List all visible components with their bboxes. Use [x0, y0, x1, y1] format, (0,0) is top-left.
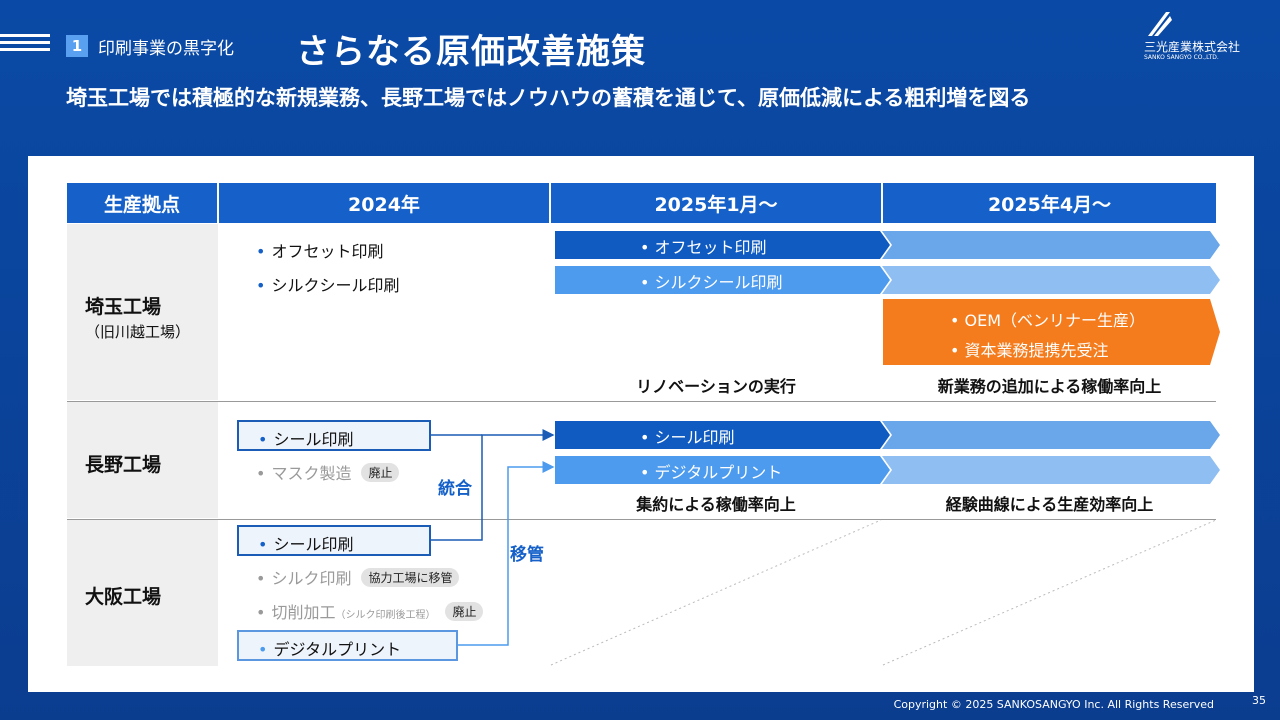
header-cell-2025-jan: 2025年1月～ [551, 183, 881, 223]
caption-nagano-consolidation: 集約による稼働率向上 [636, 495, 796, 514]
bar-label: • OEM（ベンリナー生産） [950, 311, 1146, 330]
list-item: •シルクシール印刷 [256, 276, 400, 295]
bar-label: • デジタルプリント [640, 463, 783, 482]
section-label: 印刷事業の黒字化 [98, 39, 234, 59]
item-note: （シルク印刷後工程） [335, 610, 436, 621]
page-number: 35 [1252, 694, 1266, 707]
bar-nagano-seal-1 [555, 421, 890, 449]
logo-name-en: SANKO SANGYO CO.,LTD. [1144, 54, 1219, 61]
site-cell-bg-osaka [67, 520, 218, 666]
header-cell-2024: 2024年 [219, 183, 549, 223]
bar-saitama-silk-2 [882, 266, 1220, 294]
site-title-saitama: 埼玉工場 [85, 296, 162, 318]
dashed-diagonal [882, 519, 1217, 666]
list-item-discontinued: •切削加工（シルク印刷後工程）廃止 [256, 599, 484, 623]
bar-label: • シルクシール印刷 [640, 273, 783, 292]
caption-saitama-new-business: 新業務の追加による稼働率向上 [937, 377, 1162, 396]
bar-saitama-silk-1 [555, 266, 890, 294]
site-name-osaka: 大阪工場 [85, 586, 162, 608]
header-lines-decoration [0, 34, 50, 54]
list-item: •オフセット印刷 [256, 242, 384, 261]
label-transfer: 移管 [510, 545, 544, 565]
slide-subtitle: 埼玉工場では積極的な新規業務、長野工場ではノウハウの蓄積を通じて、原価低減による… [66, 86, 1031, 110]
bar-nagano-digital-1 [555, 456, 890, 484]
list-item-boxed: •シール印刷 [237, 525, 431, 556]
site-cell-bg-saitama [67, 224, 218, 400]
site-name-saitama: 埼玉工場 （旧川越工場） [67, 292, 218, 342]
header-cell-2025-apr: 2025年4月～ [883, 183, 1216, 223]
list-item-transferred: •シルク印刷協力工場に移管 [256, 565, 460, 589]
connector-merge-osaka [430, 429, 555, 541]
list-item-boxed: •シール印刷 [237, 420, 431, 451]
company-logo: 三光産業株式会社 SANKO SANGYO CO.,LTD. [1140, 12, 1260, 62]
caption-nagano-experience: 経験曲線による生産効率向上 [945, 495, 1154, 514]
bar-label: • 資本業務提携先受注 [950, 341, 1109, 360]
caption-saitama-renovation: リノベーションの実行 [636, 377, 796, 396]
list-item-discontinued: •マスク製造廃止 [256, 460, 400, 484]
header-cell-site: 生産拠点 [67, 183, 217, 223]
logo-name-jp: 三光産業株式会社 [1144, 40, 1241, 54]
site-cell-bg-nagano [67, 402, 218, 518]
status-badge: 協力工場に移管 [361, 568, 460, 587]
bar-saitama-offset-1 [555, 231, 890, 259]
bar-saitama-oem [883, 299, 1220, 365]
section-number: 1 [66, 35, 88, 57]
bar-saitama-offset-2 [882, 231, 1220, 259]
row-separator [67, 519, 1216, 520]
list-item-boxed: •デジタルプリント [237, 630, 458, 661]
label-merge: 統合 [438, 479, 472, 499]
slide-title: さらなる原価改善施策 [296, 32, 646, 72]
dashed-diagonal [550, 519, 882, 666]
status-badge: 廃止 [445, 602, 484, 621]
logo-mark-icon [1148, 12, 1172, 36]
bar-label: • オフセット印刷 [640, 238, 767, 257]
copyright: Copyright © 2025 SANKOSANGYO Inc. All Ri… [893, 698, 1214, 711]
status-badge: 廃止 [361, 463, 400, 482]
site-subtitle-saitama: （旧川越工場） [85, 323, 191, 341]
bar-nagano-digital-2 [882, 456, 1220, 484]
row-separator [67, 401, 1216, 402]
site-name-nagano: 長野工場 [85, 454, 162, 476]
bar-label: • シール印刷 [640, 428, 735, 447]
bar-nagano-seal-2 [882, 421, 1220, 449]
connector-transfer [457, 461, 555, 646]
